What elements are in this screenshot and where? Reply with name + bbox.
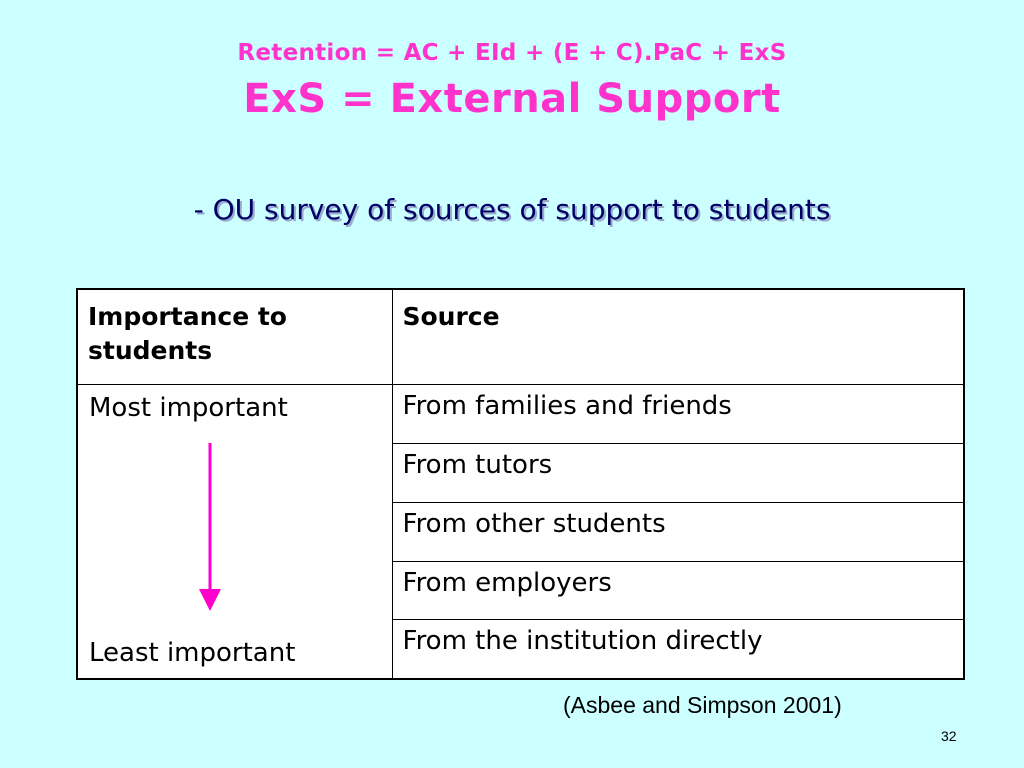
source-cell: From families and friends <box>391 383 965 444</box>
least-important-label: Least important <box>89 638 296 668</box>
source-cell: From tutors <box>391 442 965 503</box>
page-number: 32 <box>941 728 957 744</box>
slide-heading: ExS = External Support <box>243 76 781 122</box>
down-arrow-icon <box>199 442 221 611</box>
table-header-row: Importance to students Source <box>76 288 965 385</box>
source-cell: From employers <box>391 560 965 621</box>
header-source: Source <box>391 288 965 385</box>
support-sources-table: Importance to students Source Most impor… <box>76 288 965 680</box>
table-row: Most important Least important From fami… <box>76 383 965 680</box>
table-row: From the institution directly <box>77 619 965 680</box>
table-row: From other students <box>77 501 965 562</box>
source-cell: From the institution directly <box>391 619 965 680</box>
importance-scale-cell: Most important Least important <box>76 383 393 680</box>
formula-title: Retention = AC + EId + (E + C).PaC + ExS <box>237 40 787 66</box>
slide-subtitle: - OU survey of sources of support to stu… <box>193 193 831 226</box>
most-important-label: Most important <box>89 392 288 423</box>
citation: (Asbee and Simpson 2001) <box>563 692 842 718</box>
table-row: From tutors <box>77 442 965 503</box>
source-cell: From other students <box>391 501 965 562</box>
header-importance: Importance to students <box>76 288 393 385</box>
